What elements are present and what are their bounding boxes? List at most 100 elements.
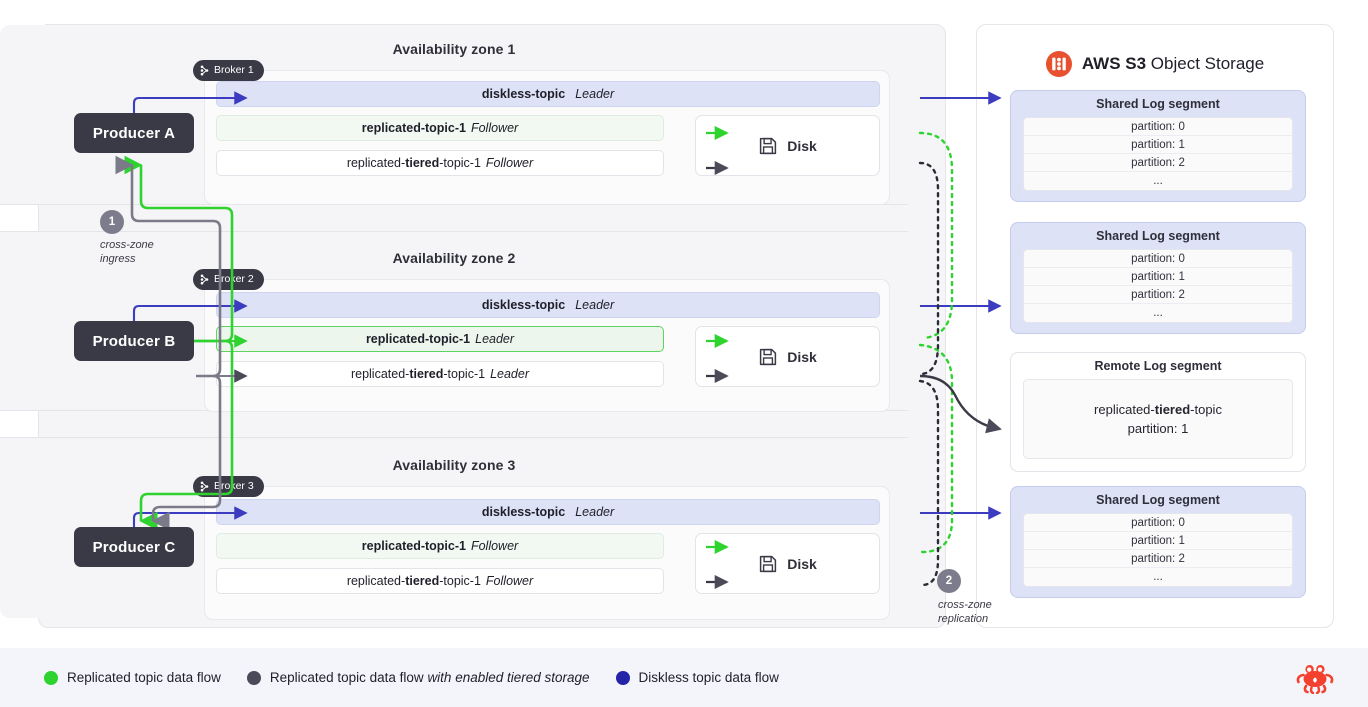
- producer-b[interactable]: Producer B: [74, 321, 194, 361]
- legend-dot-dark-icon: [246, 670, 261, 685]
- topic-name: replicated-tiered-topic-1: [346, 574, 481, 588]
- kafka-icon: [200, 65, 209, 76]
- topic-name: diskless-topic: [481, 87, 566, 101]
- remote-segment-body: replicated-tiered-topic partition: 1: [1023, 379, 1293, 459]
- floppy-disk-icon: [760, 555, 777, 572]
- broker-badge-2[interactable]: Broker 2: [193, 269, 264, 290]
- topic-role: Follower: [485, 574, 534, 588]
- topic-name: replicated-tiered-topic-1: [350, 367, 486, 381]
- topic-name: diskless-topic: [481, 298, 566, 312]
- partition-row: partition: 2: [1024, 154, 1292, 172]
- legend-item-replicated: Replicated topic data flow: [44, 670, 221, 685]
- broker-label: Broker 3: [214, 480, 254, 492]
- legend-items: Replicated topic data flow Replicated to…: [44, 648, 779, 707]
- partition-row: partition: 1: [1024, 268, 1292, 286]
- partition-list: partition: 0 partition: 1 partition: 2 .…: [1023, 117, 1293, 191]
- legend-item-diskless: Diskless topic data flow: [615, 670, 779, 685]
- legend-label: Diskless topic data flow: [638, 670, 779, 685]
- partition-row: ...: [1024, 172, 1292, 190]
- segment-title: Shared Log segment: [1096, 493, 1220, 507]
- topic-role: Leader: [575, 505, 615, 519]
- partition-row: partition: 0: [1024, 250, 1292, 268]
- topic-row-replicated[interactable]: replicated-topic-1 Leader: [216, 326, 664, 352]
- topic-name: replicated-tiered-topic-1: [346, 156, 481, 170]
- step-badge-2: 2: [937, 569, 961, 593]
- remote-topic-name: replicated-tiered-topic: [1094, 402, 1222, 417]
- topic-role: Leader: [575, 298, 615, 312]
- broker-label: Broker 2: [214, 273, 254, 285]
- segment-title: Shared Log segment: [1096, 229, 1220, 243]
- remote-log-segment: Remote Log segment replicated-tiered-top…: [1010, 352, 1306, 472]
- topic-role: Leader: [490, 367, 530, 381]
- zone-title: Availability zone 3: [392, 457, 516, 473]
- broker-badge-3[interactable]: Broker 3: [193, 476, 264, 497]
- broker-badge-1[interactable]: Broker 1: [193, 60, 264, 81]
- broker-label: Broker 1: [214, 64, 254, 76]
- disk-label: Disk: [787, 555, 817, 572]
- topic-row-replicated[interactable]: replicated-topic-1 Follower: [216, 533, 664, 559]
- kafka-icon: [200, 481, 209, 492]
- legend-label: Replicated topic data flow with enabled …: [269, 670, 590, 685]
- disk-label: Disk: [787, 137, 817, 154]
- partition-row: partition: 0: [1024, 118, 1292, 136]
- legend-dot-green-icon: [44, 670, 58, 685]
- disk-box-2: Disk: [695, 326, 880, 387]
- s3-storage-panel: AWS S3 Object Storage Shared Log segment…: [976, 24, 1334, 628]
- legend-bar: Replicated topic data flow Replicated to…: [0, 648, 1368, 707]
- floppy-disk-icon: [760, 137, 777, 154]
- partition-row: partition: 1: [1024, 532, 1292, 550]
- remote-partition: partition: 1: [1127, 421, 1189, 436]
- producer-a[interactable]: Producer A: [74, 113, 194, 153]
- zone-title: Availability zone 2: [392, 250, 516, 266]
- broker-card-1: Broker 1 diskless-topic Leader replicate…: [193, 60, 890, 205]
- producer-c[interactable]: Producer C: [74, 527, 194, 567]
- topic-role: Leader: [475, 332, 515, 346]
- partition-list: partition: 0 partition: 1 partition: 2 .…: [1023, 513, 1293, 587]
- legend-item-replicated-tiered: Replicated topic data flow with enabled …: [246, 670, 590, 685]
- broker-card-3: Broker 3 diskless-topic Leader replicate…: [193, 476, 890, 620]
- topic-name: replicated-topic-1: [361, 539, 466, 553]
- segment-title: Remote Log segment: [1094, 359, 1222, 373]
- shared-log-segment-3: Shared Log segment partition: 0 partitio…: [1010, 486, 1306, 598]
- broker-card-2: Broker 2 diskless-topic Leader replicate…: [193, 269, 890, 412]
- segment-title: Shared Log segment: [1096, 97, 1220, 111]
- legend-label: Replicated topic data flow: [67, 670, 221, 685]
- partition-list: partition: 0 partition: 1 partition: 2 .…: [1023, 249, 1293, 323]
- step-caption-1: cross-zone ingress: [100, 239, 154, 265]
- topic-row-tiered[interactable]: replicated-tiered-topic-1 Follower: [216, 150, 664, 176]
- topic-role: Follower: [470, 121, 519, 135]
- topic-role: Leader: [575, 87, 615, 101]
- partition-row: ...: [1024, 568, 1292, 586]
- partition-row: partition: 2: [1024, 550, 1292, 568]
- step-badge-1: 1: [100, 210, 124, 234]
- topic-row-diskless[interactable]: diskless-topic Leader: [216, 81, 880, 107]
- kafka-icon: [200, 274, 209, 285]
- floppy-disk-icon: [760, 348, 777, 365]
- topic-role: Follower: [485, 156, 534, 170]
- crab-logo: [1296, 665, 1334, 694]
- partition-row: partition: 1: [1024, 136, 1292, 154]
- topic-row-replicated[interactable]: replicated-topic-1 Follower: [216, 115, 664, 141]
- topic-row-tiered[interactable]: replicated-tiered-topic-1 Leader: [216, 361, 664, 387]
- topic-row-diskless[interactable]: diskless-topic Leader: [216, 292, 880, 318]
- aws-s3-icon: [1045, 51, 1072, 77]
- shared-log-segment-2: Shared Log segment partition: 0 partitio…: [1010, 222, 1306, 334]
- disk-box-3: Disk: [695, 533, 880, 594]
- topic-name: replicated-topic-1: [365, 332, 471, 346]
- s3-title: AWS S3 Object Storage: [1081, 54, 1265, 73]
- topic-row-tiered[interactable]: replicated-tiered-topic-1 Follower: [216, 568, 664, 594]
- zone-title: Availability zone 1: [392, 41, 516, 57]
- disk-label: Disk: [787, 348, 817, 365]
- disk-box-1: Disk: [695, 115, 880, 176]
- topic-name: replicated-topic-1: [361, 121, 466, 135]
- s3-header: AWS S3 Object Storage: [977, 51, 1333, 77]
- partition-row: partition: 0: [1024, 514, 1292, 532]
- legend-dot-blue-icon: [615, 670, 630, 685]
- topic-role: Follower: [470, 539, 519, 553]
- step-caption-2: cross-zone replication: [938, 599, 992, 625]
- shared-log-segment-1: Shared Log segment partition: 0 partitio…: [1010, 90, 1306, 202]
- topic-name: diskless-topic: [481, 505, 566, 519]
- partition-row: partition: 2: [1024, 286, 1292, 304]
- topic-row-diskless[interactable]: diskless-topic Leader: [216, 499, 880, 525]
